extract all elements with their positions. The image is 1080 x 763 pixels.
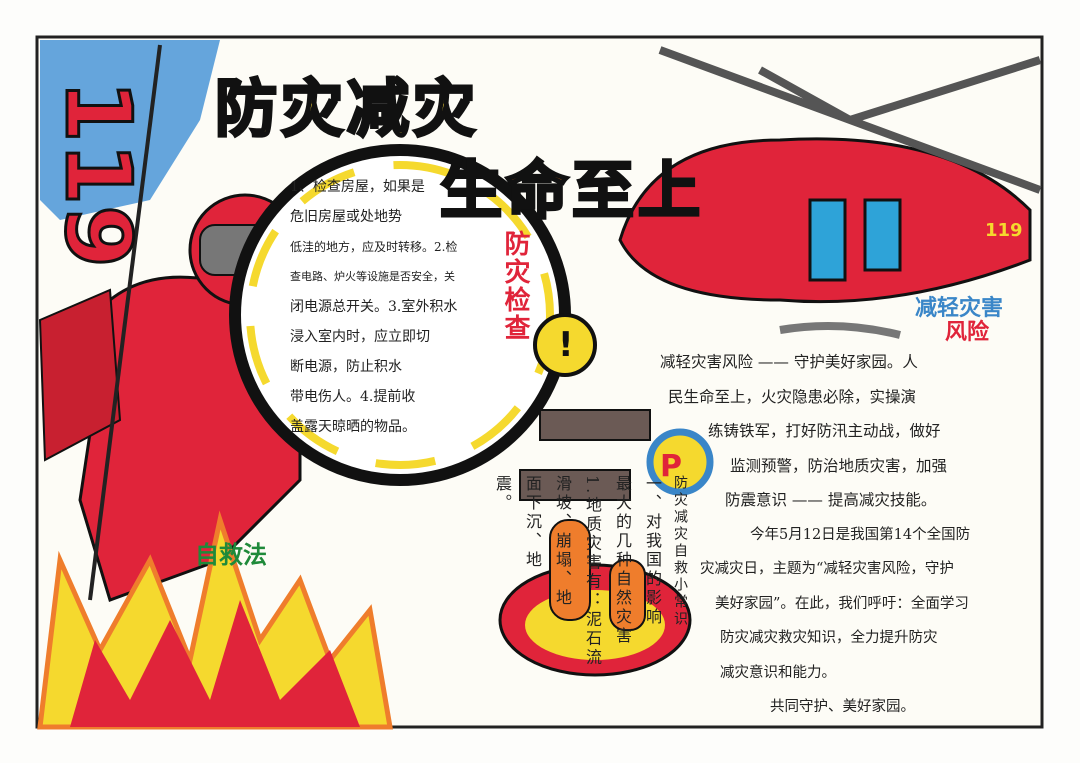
blue-sky-swirl xyxy=(40,40,220,220)
risk-line: 减轻灾害风险 —— 守护美好家园。人 xyxy=(660,353,918,371)
check-text: 1、检查房屋，如果是 危旧房屋或处地势 低洼的地方，应及时转移。2.检 查电路、… xyxy=(290,172,510,442)
risk-heading-line2: 风险 xyxy=(945,320,990,345)
helicopter-illustration xyxy=(618,46,1042,339)
tips-column: 最大的几种自然灾害 xyxy=(613,475,632,646)
tips-section: 防灾减灾自救小常识 一、对我国的影响 最大的几种自然灾害 1.地质灾害有：泥石流… xyxy=(490,475,690,715)
risk-line: 今年5月12日是我国第14个全国防 xyxy=(750,526,971,543)
risk-line: 监测预警，防治地质灾害，加强 xyxy=(730,456,948,475)
warning-mark: ! xyxy=(558,325,574,365)
risk-line: 民生命至上，火灾隐患必除，实操演 xyxy=(668,387,917,406)
risk-text: 减轻灾害风险 —— 守护美好家园。人 民生命至上，火灾隐患必除，实操演 练铸铁军… xyxy=(660,345,1030,725)
check-heading: 防灾检查 xyxy=(500,230,530,342)
check-line: 查电路、炉火等设施是否安全，关 xyxy=(290,270,455,283)
warning-sign xyxy=(533,313,597,377)
helicopter-number: 119 xyxy=(985,220,1023,241)
check-line: 低洼的地方，应及时转移。2.检 xyxy=(290,240,458,254)
risk-line: 练铸铁军，打好防汛主动战，做好 xyxy=(708,422,941,440)
risk-line: 减灾意识和能力。 xyxy=(720,664,836,681)
risk-line: 美好家园”。在此，我们呼吁：全面学习 xyxy=(715,595,969,612)
risk-line: 灾减灾日，主题为“减轻灾害风险，守护 xyxy=(700,561,954,577)
sign-letter: P xyxy=(660,449,682,484)
tips-column: 滑坡、崩塌、地 xyxy=(553,475,572,608)
tips-heading: 防灾减灾自救小常识 xyxy=(672,475,688,628)
tips-column: 面下沉、地 xyxy=(523,475,542,570)
risk-line: 防震意识 —— 提高减灾技能。 xyxy=(725,491,937,509)
risk-line: 防灾减灾救灾知识，全力提升防灾 xyxy=(720,630,938,646)
check-line: 危旧房屋或处地势 xyxy=(290,209,402,225)
number-119: 119 xyxy=(44,79,152,270)
tips-column: 一、对我国的影响 xyxy=(643,475,662,627)
flames-illustration xyxy=(37,510,393,730)
signpost-illustration xyxy=(498,409,714,677)
title-line2: 生命至上 xyxy=(438,153,705,229)
check-line: 带电伤人。4.提前收 xyxy=(290,389,416,405)
check-line: 断电源，防止积水 xyxy=(290,359,402,375)
tips-column: 震。 xyxy=(493,475,512,513)
check-line: 盖露天晾晒的物品。 xyxy=(290,419,416,435)
self-rescue-label: 自救法 xyxy=(195,541,267,569)
title-line1: 防灾减灾 xyxy=(213,71,480,147)
risk-closing: 共同守护、美好家园。 xyxy=(770,699,915,715)
check-line: 浸入室内时，应立即切 xyxy=(290,329,430,345)
check-line: 闭电源总开关。3.室外积水 xyxy=(290,299,458,315)
tips-column: 1.地质灾害有：泥石流 xyxy=(583,475,602,668)
check-line: 1、检查房屋，如果是 xyxy=(290,179,425,195)
risk-heading-line1: 减轻灾害 xyxy=(915,296,1004,321)
